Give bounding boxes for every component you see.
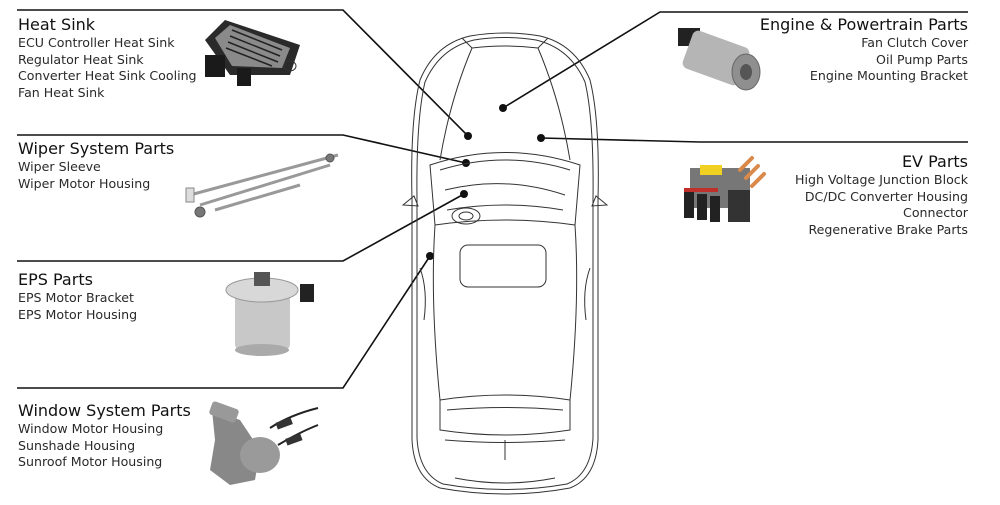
group-title: Window System Parts	[18, 401, 191, 420]
part-item: Engine Mounting Bracket	[809, 68, 968, 84]
part-group-heat-sink: Heat Sink ECU Controller Heat Sink Regul…	[18, 15, 197, 101]
group-title: Heat Sink	[18, 15, 96, 34]
part-item: EPS Motor Housing	[18, 306, 138, 322]
ev-junction-block-image	[684, 156, 766, 222]
part-item: Sunroof Motor Housing	[18, 454, 163, 470]
part-item: Fan Clutch Cover	[861, 35, 968, 50]
part-item: Fan Heat Sink	[18, 84, 105, 100]
part-item: Regenerative Brake Parts	[808, 221, 969, 237]
part-item: Regulator Heat Sink	[18, 51, 144, 67]
part-item: Connector	[903, 205, 968, 221]
window-motor-image	[209, 401, 319, 485]
eps-motor-image	[225, 272, 314, 356]
marker-dot-eps	[460, 190, 468, 198]
leader-line-engine	[502, 11, 968, 109]
marker-dot-ev	[537, 134, 545, 142]
part-item: ECU Controller Heat Sink	[18, 35, 175, 50]
group-title: EV Parts	[901, 152, 968, 171]
marker-dot-heat-sink	[464, 132, 472, 140]
leader-line-window	[17, 255, 431, 389]
part-group-window: Window System Parts Window Motor Housing…	[18, 401, 191, 471]
marker-dot-wiper	[462, 159, 470, 167]
part-group-ev: EV Parts High Voltage Junction Block DC/…	[795, 152, 968, 238]
steering-wheel	[451, 207, 481, 225]
part-item: Wiper Sleeve	[18, 159, 101, 174]
leader-line-heat-sink	[17, 9, 469, 137]
group-title: EPS Parts	[18, 270, 93, 289]
part-group-engine: Engine & Powertrain Parts Fan Clutch Cov…	[760, 15, 968, 85]
group-title: Wiper System Parts	[18, 139, 175, 158]
ecu-controller-image	[205, 20, 300, 86]
leader-line-eps	[17, 193, 465, 262]
marker-dot-window	[426, 252, 434, 260]
part-group-eps: EPS Parts EPS Motor Bracket EPS Motor Ho…	[18, 270, 137, 323]
marker-dot-engine	[499, 104, 507, 112]
part-group-wiper: Wiper System Parts Wiper Sleeve Wiper Mo…	[18, 139, 174, 192]
part-item: Sunshade Housing	[18, 437, 136, 453]
leader-line-wiper	[17, 134, 467, 164]
wiper-linkage-image	[185, 153, 339, 218]
car-top-view-outline	[401, 32, 609, 495]
leader-line-ev	[540, 137, 968, 143]
part-item: High Voltage Junction Block	[795, 172, 968, 187]
part-item: EPS Motor Bracket	[18, 290, 134, 305]
part-item: Window Motor Housing	[18, 421, 164, 436]
part-item: DC/DC Converter Housing	[804, 188, 968, 204]
part-item: Oil Pump Parts	[876, 51, 968, 67]
fuel-pump-image	[678, 28, 761, 91]
group-title: Engine & Powertrain Parts	[759, 15, 968, 34]
part-item: Wiper Motor Housing	[18, 175, 151, 191]
part-item: Converter Heat Sink Cooling	[18, 68, 197, 84]
